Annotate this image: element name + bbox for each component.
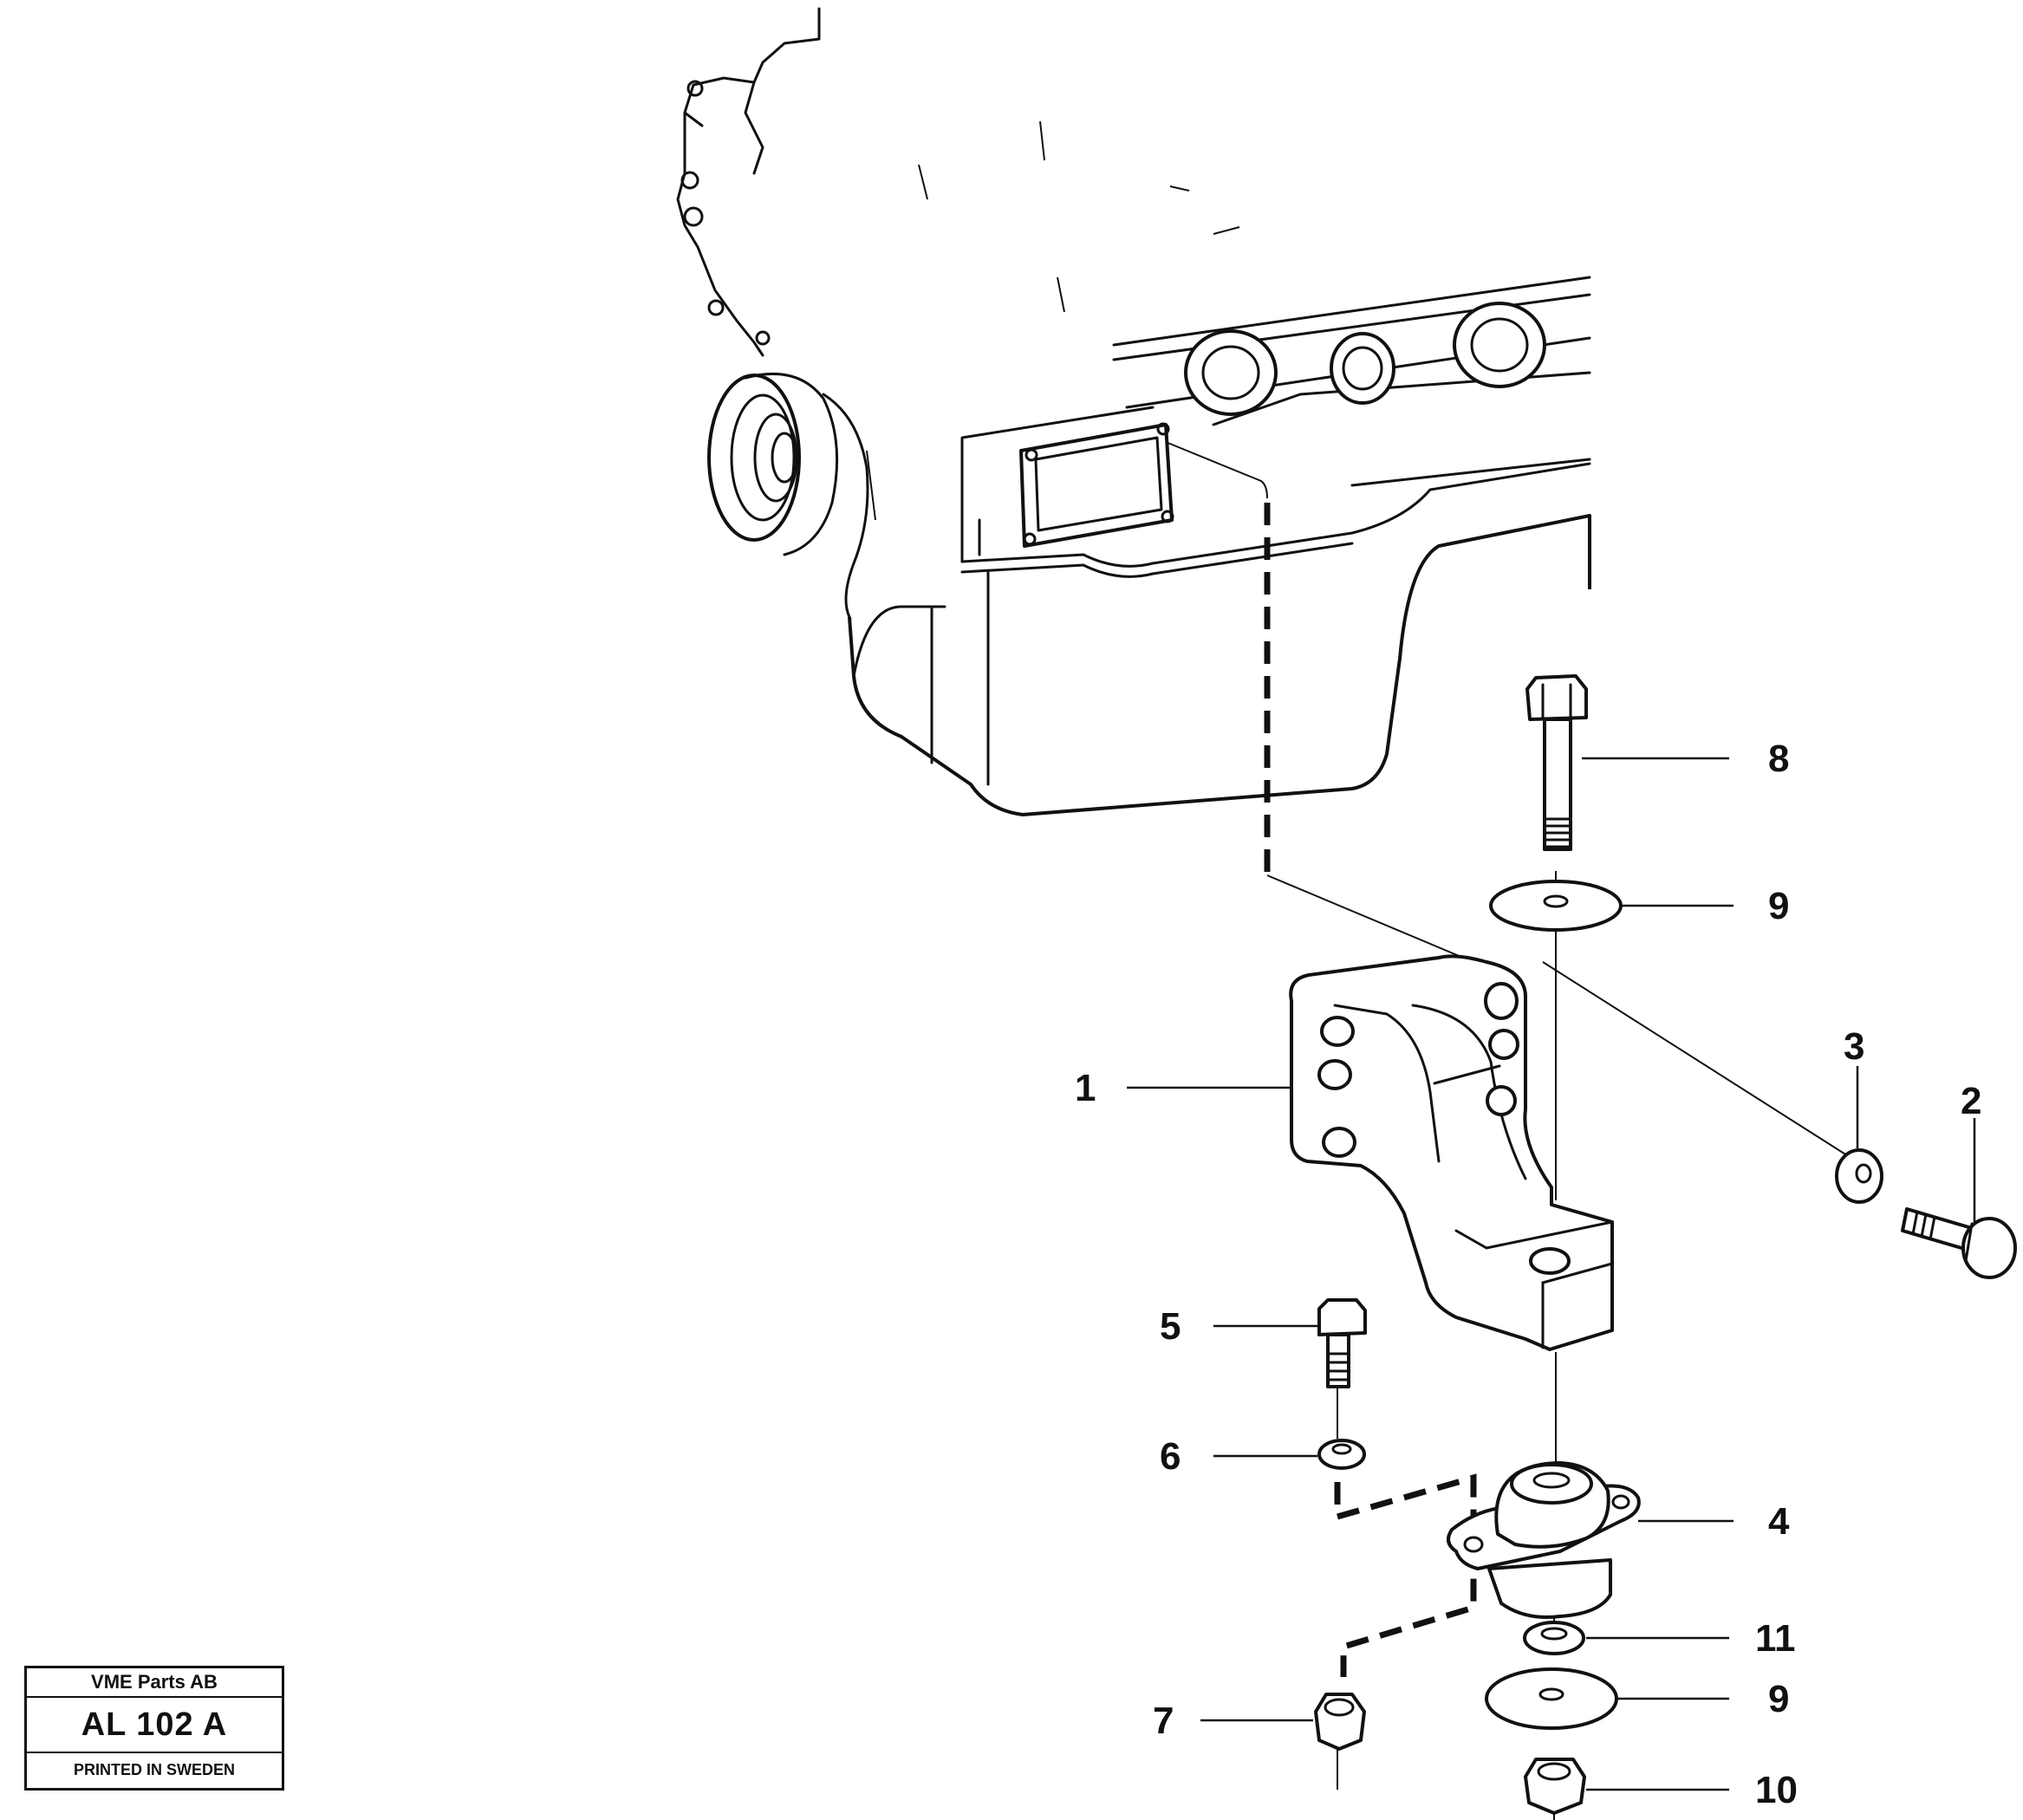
part-6-lock-washer: [1317, 1439, 1366, 1470]
callout-7: 7: [1153, 1700, 1174, 1742]
callout-6: 6: [1160, 1435, 1181, 1478]
part-7-nut: [1314, 1693, 1366, 1751]
part-9-washer-top: [1489, 880, 1623, 932]
company-name: VME Parts AB: [27, 1668, 282, 1698]
leader-lines: [1127, 757, 1976, 1791]
callout-labels: 1 2 3 4 5 6 7 8 9 9 10 11: [1075, 738, 1981, 1811]
callout-11: 11: [1755, 1617, 1796, 1660]
callout-8: 8: [1768, 738, 1789, 780]
part-4-rubber-mount: [1447, 1461, 1641, 1619]
part-8-bolt: [1525, 674, 1588, 851]
callout-9-top: 9: [1768, 885, 1789, 927]
part-5-bolt: [1317, 1298, 1367, 1388]
drawing-code: AL 102 A: [27, 1698, 282, 1753]
callout-5: 5: [1160, 1305, 1181, 1348]
callout-2: 2: [1961, 1080, 1981, 1122]
callout-3: 3: [1844, 1025, 1864, 1068]
part-2-bolt: [1901, 1207, 2017, 1279]
title-block: VME Parts AB AL 102 A PRINTED IN SWEDEN: [24, 1666, 284, 1791]
callout-9-bottom: 9: [1768, 1678, 1789, 1720]
part-11-spacer: [1523, 1621, 1585, 1655]
part-10-nut: [1524, 1758, 1586, 1815]
engine-block: [676, 7, 1591, 816]
callout-4: 4: [1768, 1500, 1790, 1543]
part-9-washer-bottom: [1485, 1667, 1618, 1730]
part-3-washer: [1835, 1148, 1883, 1204]
part-1-bracket: [1289, 954, 1614, 1351]
printed-note: PRINTED IN SWEDEN: [73, 1761, 235, 1778]
callout-10: 10: [1755, 1769, 1798, 1811]
callout-1: 1: [1075, 1067, 1096, 1109]
